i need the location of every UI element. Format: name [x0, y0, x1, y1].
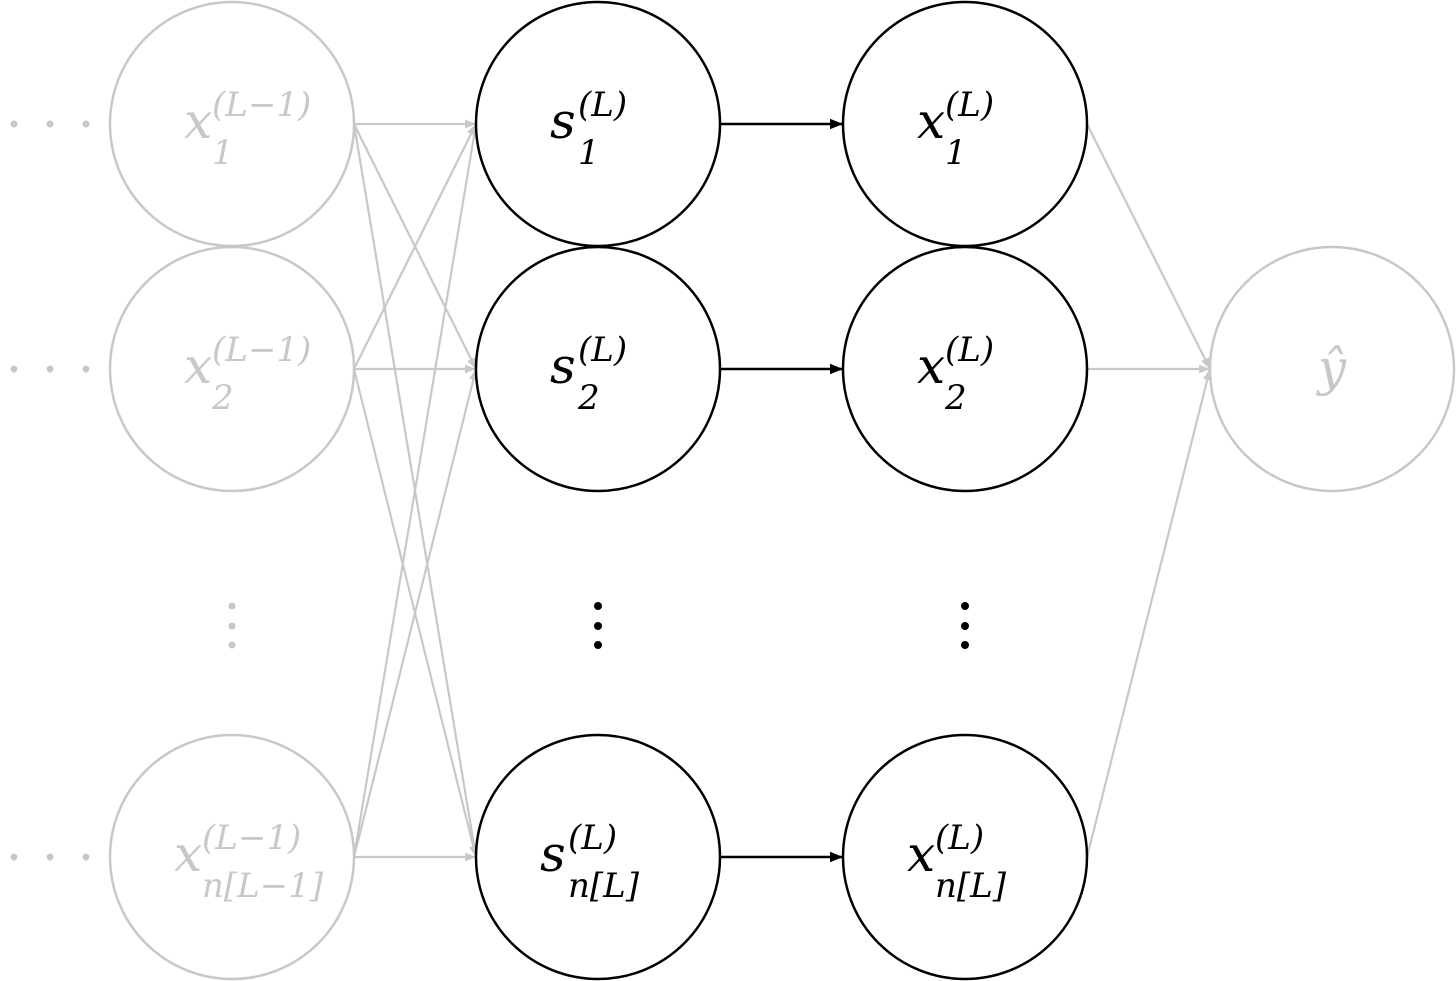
vdot [228, 641, 236, 649]
node-circle [108, 733, 356, 981]
node-x2: x2 (L) [841, 245, 1089, 493]
node-circle [474, 245, 722, 493]
hdot [46, 120, 54, 128]
node-base: x [184, 92, 212, 150]
node-s2: s2 (L) [474, 245, 722, 493]
node-base: s [540, 825, 566, 883]
node-superscript: (L−1) [212, 85, 311, 125]
hdot [46, 365, 54, 373]
node-base: x [174, 825, 202, 883]
node-superscript: (L) [935, 818, 984, 858]
node-base: x [917, 92, 945, 150]
node-subscript: 1 [945, 133, 967, 173]
vdot [228, 622, 236, 630]
node-subscript: 1 [578, 133, 600, 173]
vdot [961, 641, 969, 649]
hdots-row-1 [10, 120, 90, 128]
node-circle [1208, 245, 1456, 493]
node-superscript: (L) [945, 330, 994, 370]
node-subscript: 2 [944, 378, 967, 418]
vdot [594, 641, 602, 649]
hdots-row-3 [10, 853, 90, 861]
vdots-s [594, 602, 602, 649]
vdot [594, 602, 602, 610]
vdot [961, 602, 969, 610]
hdot [10, 120, 18, 128]
node-subscript: n[L−1] [202, 866, 324, 906]
node-superscript: (L) [578, 85, 627, 125]
edge-xn_prev-to-s2 [352, 368, 478, 858]
ellipsis-layer [10, 120, 969, 861]
node-base: x [907, 825, 935, 883]
node-subscript: 1 [212, 133, 234, 173]
hdots-row-2 [10, 365, 90, 373]
hdot [82, 120, 90, 128]
nodes-layer: x1(L−1)x2(L−1)xn[L−1](L−1)s1(L)s2(L)sn[L… [108, 0, 1456, 981]
node-base: s [550, 92, 576, 150]
node-circle [108, 245, 356, 493]
edge-xn_prev-to-s1 [352, 123, 479, 858]
hdot [82, 365, 90, 373]
node-x1_prev: x1 (L−1) [108, 0, 356, 248]
vdot [228, 602, 236, 610]
node-base: s [550, 337, 576, 395]
node-circle [841, 733, 1089, 981]
hdot [10, 853, 18, 861]
node-x1: x1 (L) [841, 0, 1089, 248]
node-xn_prev: xn[L−1] (L−1) [108, 733, 356, 981]
node-sn: sn[L] (L) [474, 733, 722, 981]
vdot [961, 622, 969, 630]
node-x2_prev: x2 (L−1) [108, 245, 356, 493]
hdot [82, 853, 90, 861]
output-label: ŷ [1316, 339, 1347, 397]
hdot [46, 853, 54, 861]
node-subscript: 2 [577, 378, 600, 418]
node-base: x [184, 337, 212, 395]
node-circle [474, 733, 722, 981]
node-superscript: (L) [578, 330, 627, 370]
vdots-prev [228, 602, 236, 649]
node-xn: xn[L] (L) [841, 733, 1089, 981]
edge-xn-to-y_hat [1085, 368, 1212, 858]
node-superscript: (L) [945, 85, 994, 125]
node-base: x [917, 337, 945, 395]
vdots-x [961, 602, 969, 649]
node-superscript: (L−1) [202, 818, 301, 858]
node-circle [841, 245, 1089, 493]
node-superscript: (L) [568, 818, 617, 858]
edge-x2_prev-to-s1 [353, 123, 477, 370]
node-s1: s1 (L) [474, 0, 722, 248]
edges-layer [352, 118, 1212, 863]
node-superscript: (L−1) [212, 330, 311, 370]
node-subscript: 2 [211, 378, 234, 418]
vdot [594, 622, 602, 630]
hdot [10, 365, 18, 373]
node-output: ŷ [1208, 245, 1456, 493]
node-subscript: n[L] [935, 866, 1007, 906]
edge-x1-to-y_hat [1086, 123, 1211, 370]
node-subscript: n[L] [568, 866, 640, 906]
